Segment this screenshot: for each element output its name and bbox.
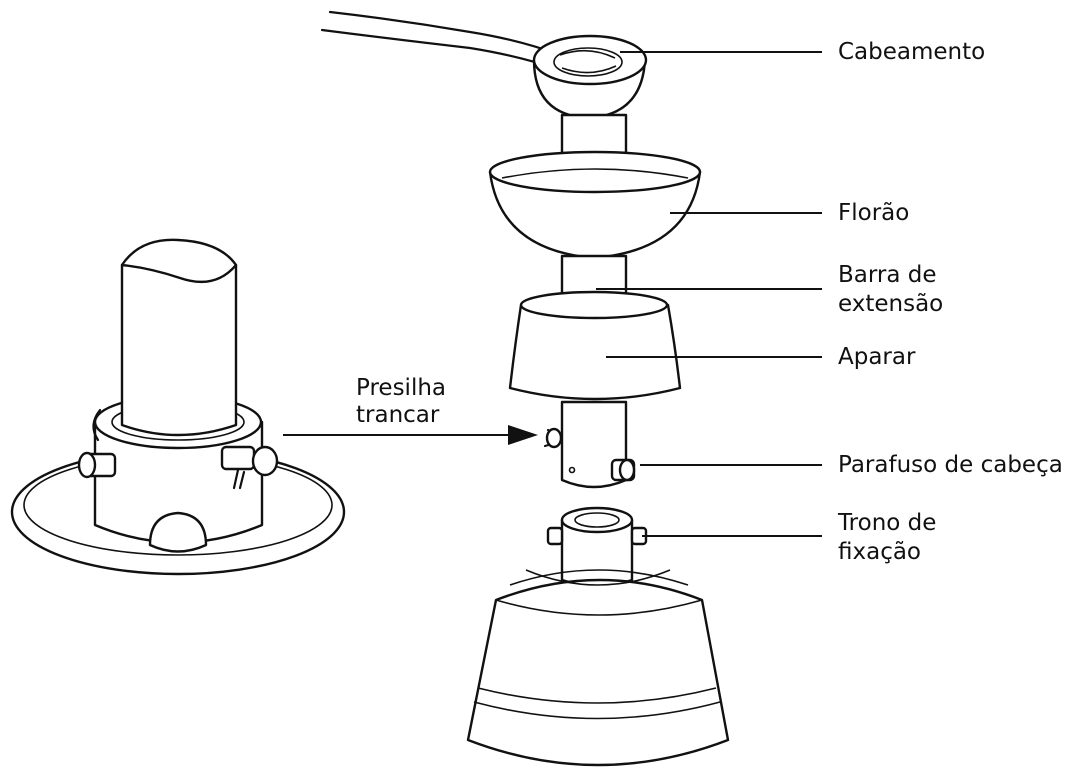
canopy-bowl <box>490 152 700 258</box>
label-trono-line1: Trono de <box>838 509 936 538</box>
lock-clip <box>547 429 561 447</box>
label-barra-line1: Barra de <box>838 261 937 290</box>
trim-cover <box>510 292 680 399</box>
label-presilha-line1: Presilha <box>356 374 446 403</box>
assembled-mount-detail <box>12 240 344 574</box>
label-trono-line2: fixação <box>838 538 921 567</box>
label-cabeamento: Cabeamento <box>838 38 985 67</box>
label-presilha-line2: trancar <box>356 401 439 430</box>
downrod-lower <box>545 402 634 487</box>
cables <box>322 12 560 70</box>
mount-clip <box>253 447 277 475</box>
label-parafuso: Parafuso de cabeça <box>838 451 1063 480</box>
label-florao: Florão <box>838 199 909 228</box>
hanger-ball <box>534 36 646 118</box>
mount-screw-right <box>222 447 254 469</box>
mounting-collar <box>548 508 646 586</box>
motor-housing <box>468 570 728 765</box>
label-aparar: Aparar <box>838 343 915 372</box>
label-barra-line2: extensão <box>838 290 943 319</box>
mount-pipe <box>122 265 236 435</box>
